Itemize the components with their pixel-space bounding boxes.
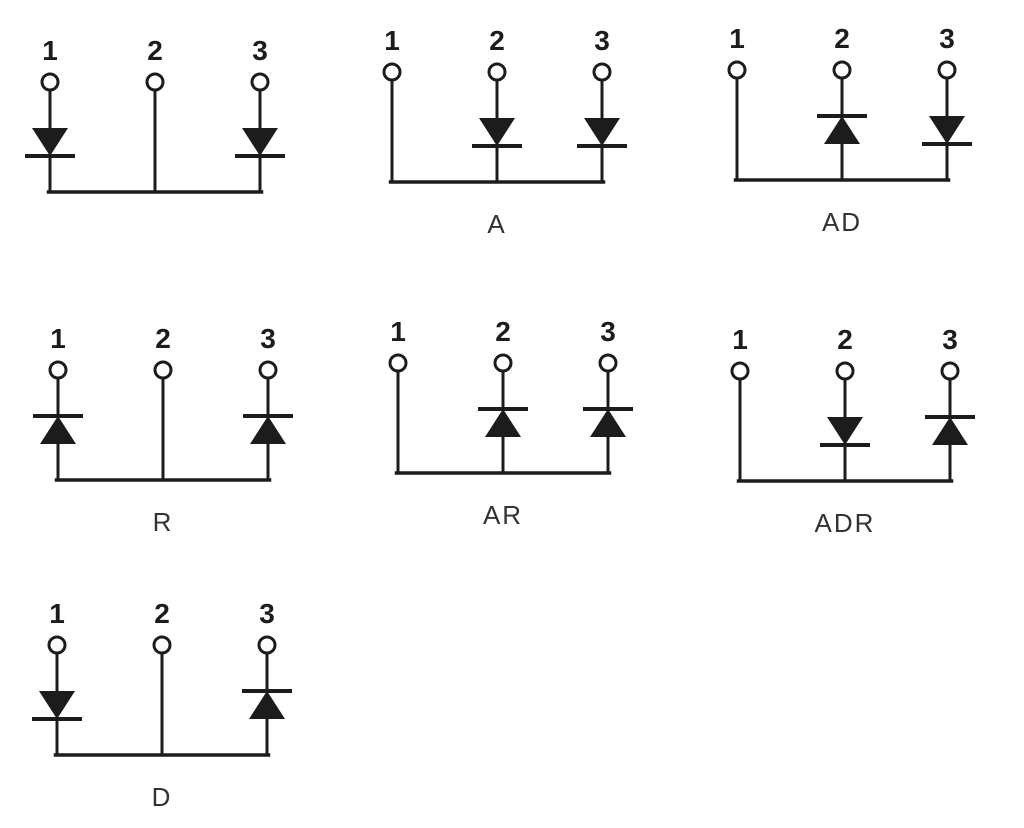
- terminal-circle: [832, 60, 852, 80]
- circuit-drawing: 1 2 3: [690, 301, 1000, 501]
- terminal-circle: [487, 62, 507, 82]
- terminal-circle: [258, 360, 278, 380]
- terminal-circle: [257, 635, 277, 655]
- terminal-number-label: 3: [594, 25, 610, 56]
- terminal-number-label: 3: [939, 23, 955, 54]
- terminal-number-label: 3: [600, 316, 616, 347]
- terminal-circle: [47, 635, 67, 655]
- diagram-label: R: [152, 507, 174, 537]
- diode-triangle-down: [584, 118, 620, 146]
- terminal-circle: [835, 361, 855, 381]
- terminal-number-label: 2: [495, 316, 511, 347]
- terminal-circle: [250, 72, 270, 92]
- diode-triangle-up: [485, 409, 521, 437]
- diode-triangle-up: [249, 691, 285, 719]
- diode-triangle-down: [242, 128, 278, 156]
- diagram-label: A: [487, 209, 507, 239]
- terminal-circle: [40, 72, 60, 92]
- diagram-d: 1 2 3 D: [7, 575, 317, 827]
- circuit-svg: 1 2 3: [730, 324, 975, 483]
- diagram-base: 1 2 3: [0, 12, 310, 264]
- terminal-circle: [592, 62, 612, 82]
- circuit-svg: 1 2 3: [727, 23, 972, 182]
- terminal-number-label: 3: [259, 598, 275, 629]
- terminal-circle: [152, 635, 172, 655]
- circuit-drawing: 1 2 3: [348, 293, 658, 493]
- terminal-circle: [145, 72, 165, 92]
- diagram-a: 1 2 3 A: [342, 2, 652, 254]
- diagram-label: D: [151, 782, 173, 812]
- diagram-r: 1 2 3 R: [8, 300, 318, 552]
- diode-triangle-up: [824, 116, 860, 144]
- terminal-number-label: 2: [154, 598, 170, 629]
- terminal-circle: [727, 60, 747, 80]
- circuit-drawing: 1 2 3: [0, 12, 310, 212]
- terminal-number-label: 2: [147, 35, 163, 66]
- terminal-number-label: 1: [50, 323, 66, 354]
- circuit-svg: 1 2 3: [382, 25, 627, 184]
- diode-triangle-up: [590, 409, 626, 437]
- terminal-number-label: 3: [942, 324, 958, 355]
- circuit-drawing: 1 2 3: [7, 575, 317, 775]
- diagram-label: [0, 216, 310, 252]
- terminal-number-label: 1: [42, 35, 58, 66]
- diode-triangle-down: [929, 116, 965, 144]
- terminal-number-label: 1: [49, 598, 65, 629]
- diode-triangle-down: [827, 417, 863, 445]
- terminal-number-label: 2: [834, 23, 850, 54]
- terminal-circle: [493, 353, 513, 373]
- circuit-drawing: 1 2 3: [687, 0, 997, 200]
- terminal-number-label: 2: [155, 323, 171, 354]
- circuit-svg: 1 2 3: [388, 316, 633, 475]
- circuit-svg: 1 2 3: [32, 598, 292, 757]
- diagram-ar: 1 2 3 AR: [348, 293, 658, 545]
- diagram-adr: 1 2 3 ADR: [690, 301, 1000, 553]
- diode-triangle-down: [479, 118, 515, 146]
- terminal-circle: [382, 62, 402, 82]
- terminal-circle: [937, 60, 957, 80]
- diagram-label: ADR: [814, 508, 876, 538]
- diode-triangle-up: [932, 417, 968, 445]
- circuit-drawing: 1 2 3: [342, 2, 652, 202]
- diode-triangle-up: [40, 416, 76, 444]
- terminal-number-label: 1: [729, 23, 745, 54]
- terminal-number-label: 3: [252, 35, 268, 66]
- terminal-number-label: 3: [260, 323, 276, 354]
- terminal-number-label: 2: [489, 25, 505, 56]
- diode-triangle-down: [39, 691, 75, 719]
- terminal-circle: [598, 353, 618, 373]
- terminal-number-label: 2: [837, 324, 853, 355]
- terminal-circle: [940, 361, 960, 381]
- diagram-ad: 1 2 3 AD: [687, 0, 997, 252]
- terminal-circle: [153, 360, 173, 380]
- terminal-number-label: 1: [732, 324, 748, 355]
- terminal-number-label: 1: [384, 25, 400, 56]
- circuit-svg: 1 2 3: [25, 35, 285, 194]
- terminal-circle: [730, 361, 750, 381]
- diode-triangle-up: [250, 416, 286, 444]
- diode-triangle-down: [32, 128, 68, 156]
- terminal-circle: [388, 353, 408, 373]
- terminal-circle: [48, 360, 68, 380]
- terminal-number-label: 1: [390, 316, 406, 347]
- circuit-svg: 1 2 3: [33, 323, 293, 482]
- diagram-label: AR: [482, 500, 524, 530]
- circuit-drawing: 1 2 3: [8, 300, 318, 500]
- diagram-label: AD: [821, 207, 863, 237]
